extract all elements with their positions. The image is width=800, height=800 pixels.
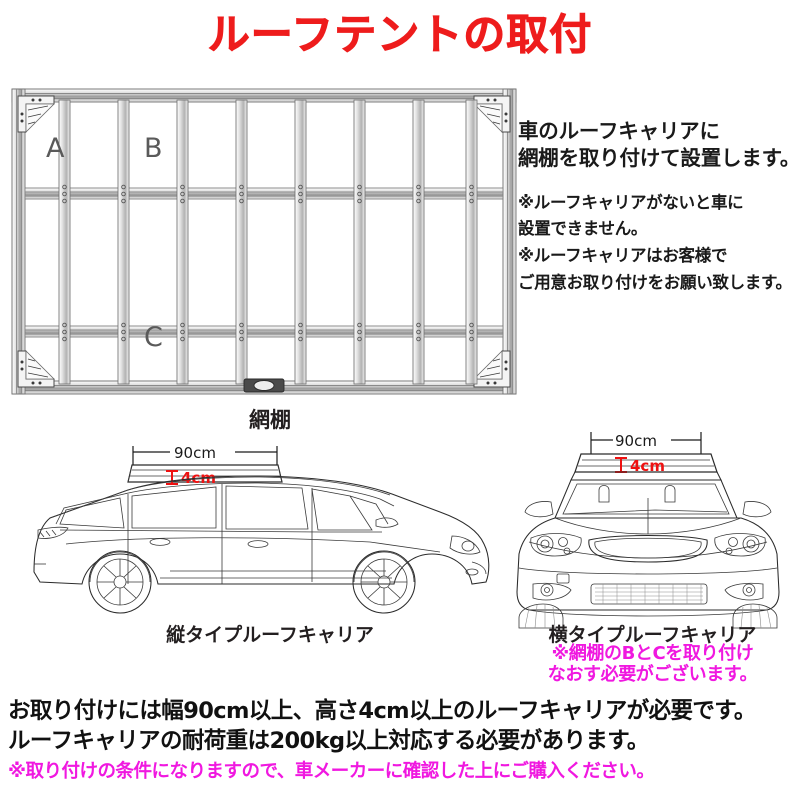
side-instruction-block: 車のルーフキャリアに 網棚を取り付けて設置します。 ※ルーフキャリアがないと車に… bbox=[518, 118, 800, 296]
side-note-line3: ※ルーフキャリアはお客様で bbox=[518, 245, 728, 265]
car-front-caption: 横タイプルーフキャリア bbox=[548, 624, 757, 646]
rack-crossbar-c bbox=[24, 325, 504, 338]
side-note-line2: 設置できません。 bbox=[518, 219, 648, 239]
side-heading-line2: 網棚を取り付けて設置します。 bbox=[518, 146, 800, 171]
side-heading-line1: 車のルーフキャリアに bbox=[518, 119, 720, 143]
page-title: ルーフテントの取付 bbox=[207, 10, 593, 59]
rack-outer-frame bbox=[11, 88, 517, 395]
warning-line1: ※網棚のBとCを取り付け bbox=[551, 643, 754, 664]
side-note-line4: ご用意お取り付けをお願い致します。 bbox=[518, 272, 792, 292]
dimension-height-right-label: 4cm bbox=[630, 457, 665, 475]
car-side-view-diagram: 90cm 4cm bbox=[20, 432, 500, 632]
car-tires-front bbox=[518, 603, 778, 629]
rack-corner-bracket-bottom-right bbox=[473, 350, 511, 388]
car-front-view-diagram: 90cm 4cm bbox=[505, 432, 800, 632]
rack-label-a: A bbox=[46, 133, 65, 164]
rack-corner-bracket-top-right bbox=[473, 95, 511, 133]
dimension-width-right-label: 90cm bbox=[615, 432, 657, 450]
rack-label-c: C bbox=[144, 322, 163, 353]
dimension-width-right: 90cm bbox=[590, 432, 702, 456]
car-body-front bbox=[516, 471, 780, 617]
rack-corner-bracket-bottom-left bbox=[17, 350, 55, 388]
rack-crossbar-b bbox=[24, 187, 504, 200]
car-wheels-side bbox=[88, 550, 416, 614]
rack-label-b: B bbox=[144, 133, 163, 164]
car-body-side bbox=[33, 475, 490, 585]
rack-center-latch bbox=[243, 378, 285, 393]
rack-caption: 網棚 bbox=[249, 408, 291, 432]
rack-vertical-bars bbox=[58, 99, 478, 385]
requirement-note: ※取り付けの条件になりますので、車メーカーに確認した上にご購入ください。 bbox=[8, 760, 655, 782]
requirements-block: お取り付けには幅90cm以上、高さ4cm以上のルーフキャリアが必要です。 ルーフ… bbox=[8, 697, 798, 784]
warning-line2: なおす必要がございます。 bbox=[547, 664, 758, 686]
dimension-width-left: 90cm bbox=[132, 444, 278, 468]
requirement-line2: ルーフキャリアの耐荷重は200kg以上対応する必要があります。 bbox=[8, 727, 649, 754]
roof-rack-diagram: A B C bbox=[4, 84, 524, 404]
rack-corner-bracket-top-left bbox=[17, 95, 55, 133]
car-side-caption: 縦タイプルーフキャリア bbox=[166, 624, 374, 646]
dimension-width-left-label: 90cm bbox=[174, 444, 216, 462]
rack-reconfigure-warning: ※網棚のBとCを取り付け なおす必要がございます。 bbox=[505, 643, 800, 685]
side-note-line1: ※ルーフキャリアがないと車に bbox=[518, 192, 744, 212]
requirement-line1: お取り付けには幅90cm以上、高さ4cm以上のルーフキャリアが必要です。 bbox=[8, 698, 756, 724]
